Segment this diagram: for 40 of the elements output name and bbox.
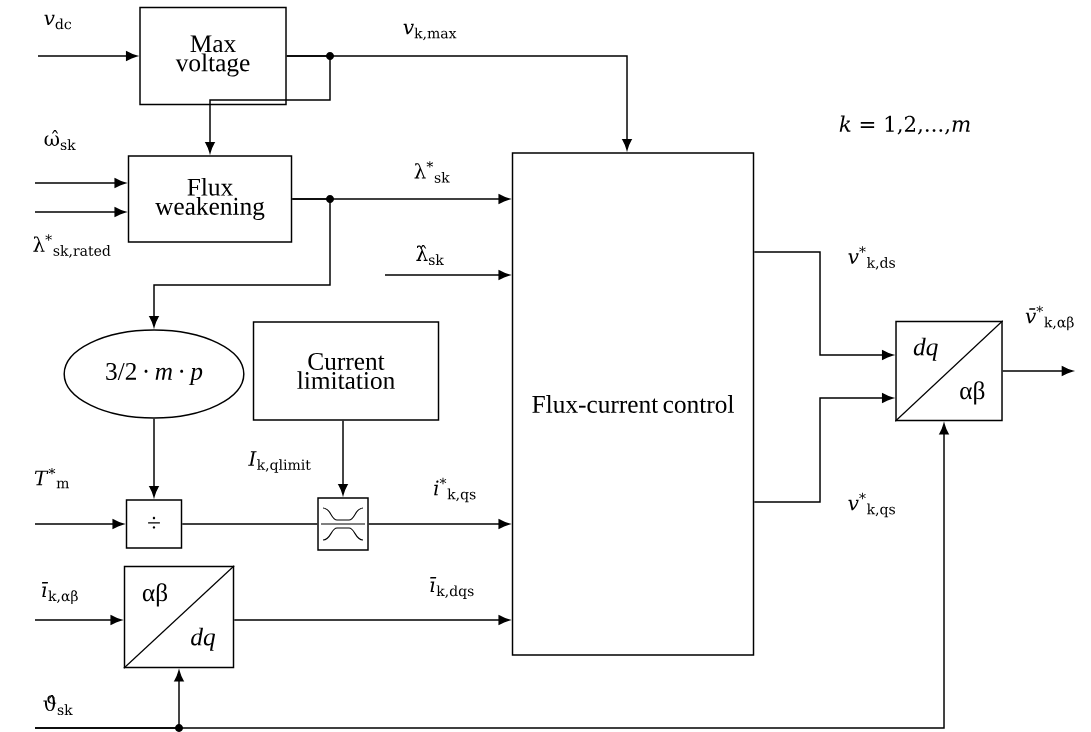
arrow [149,198,331,328]
arrow [753,251,894,360]
process-box: Flux weakening [127,155,293,243]
process-box: Max voltage [139,6,287,106]
arrow [34,423,949,729]
arrow [338,420,348,496]
arrow [34,519,124,529]
arrow [149,418,159,498]
divider-block: ÷ [125,499,183,549]
arrow [1002,366,1073,376]
signal-label: v̄$^{*}$k,αβ [1025,305,1074,331]
arrow [368,519,510,529]
transform-block: αβ dq [123,565,235,669]
signal-label: i$^{*}$k,qs [434,477,476,503]
arrow [34,615,122,625]
arrow [384,270,510,280]
signal-label: v$_{k,max}$ [403,23,457,41]
arrow [34,178,126,188]
arrow [753,393,894,503]
signal-label: v$^{*}$k,ds [848,246,895,270]
arrow [34,207,126,217]
control-block: Flux-current control [511,152,755,656]
arrow [37,51,138,61]
transform-block: dq αβ [894,320,1004,422]
signal-label: ī$_{k,αβ}$ [41,582,78,604]
arrow [233,615,510,625]
signal-label: λ$^{*}$sk,rated [33,234,111,258]
signal-label: v$_{dc}$ [44,14,72,30]
signal-label: λ̂$_{sk}$ [416,244,444,266]
signal-label: ω̂$_{sk}$ [44,129,76,151]
limiter-block [317,497,369,551]
signal-label: λ$^{*}$sk [414,161,450,183]
signal-label: I$_{k,qlimit}$ [248,451,311,473]
signal-label: T$^{*}$m [34,467,70,489]
index-note: k = 1,2,...,m [839,115,970,135]
signal-label: ϑ̂$_{sk}$ [43,694,73,716]
signal-label: ī$_{k,dqs}$ [430,577,474,599]
arrow [205,55,331,154]
signal-label: v$^{*}$k,qs [848,492,895,518]
process-box: Current limitation [252,321,440,421]
